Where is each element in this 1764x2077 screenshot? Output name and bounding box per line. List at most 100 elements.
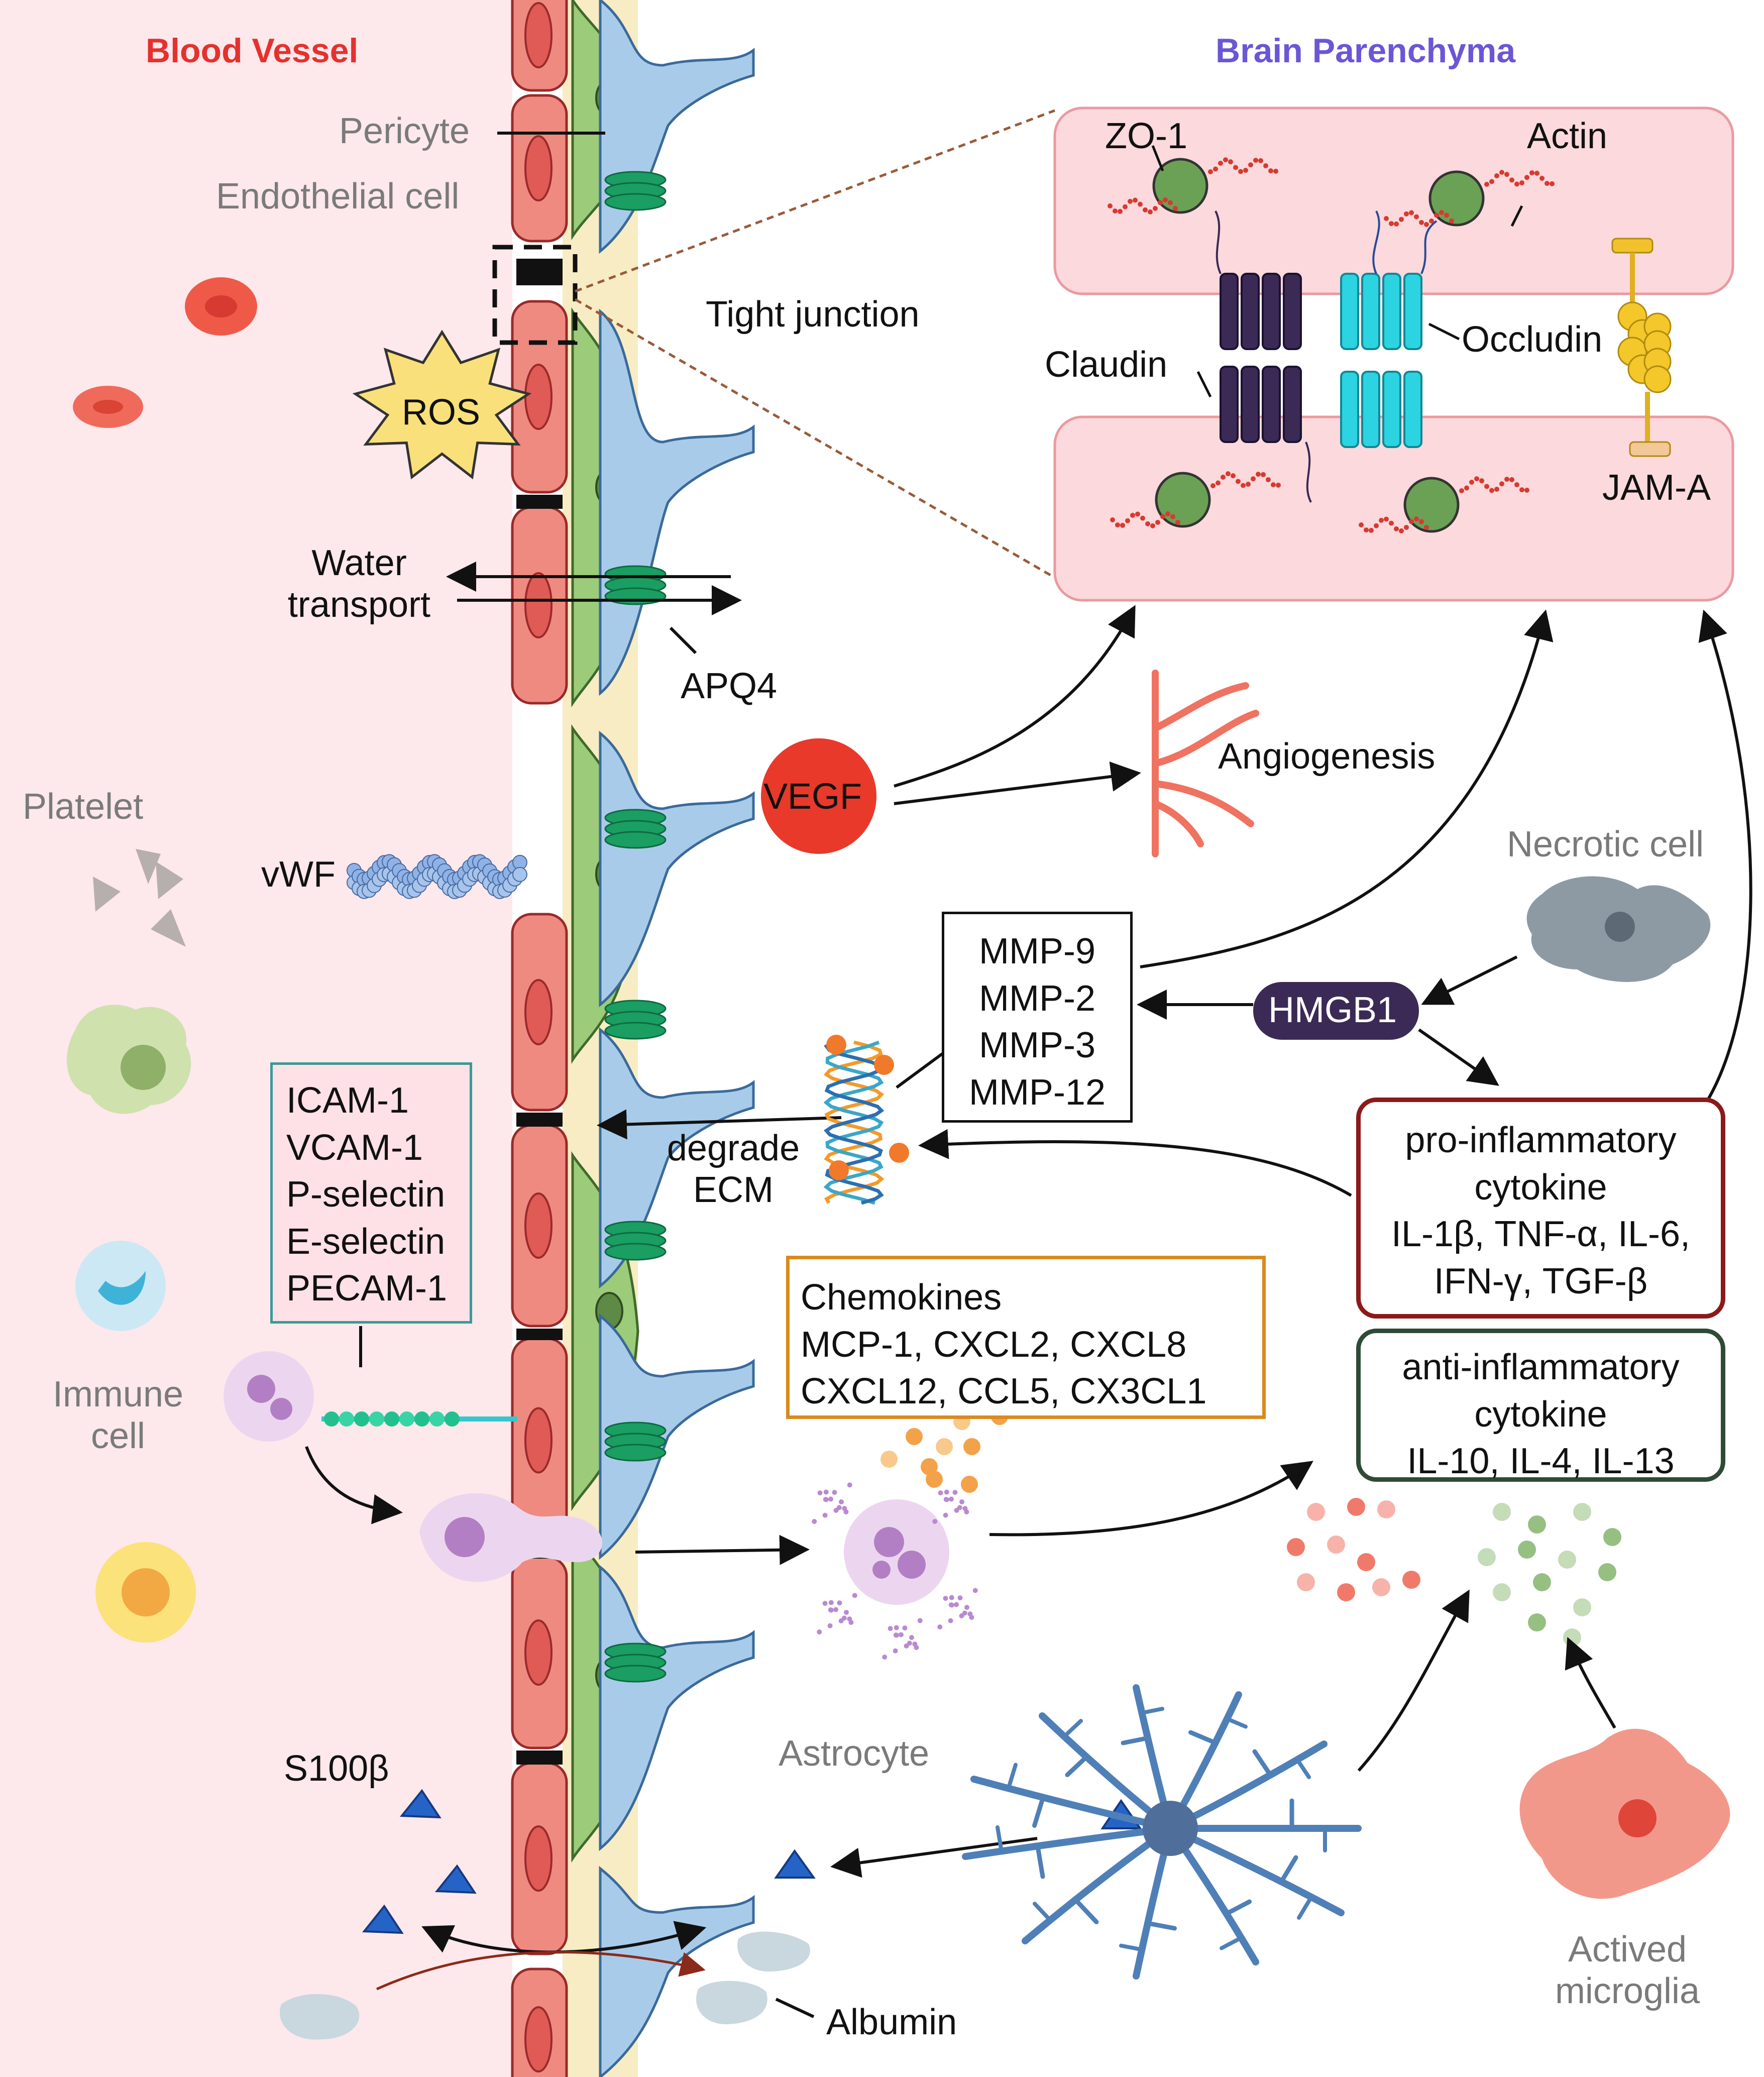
anti-item: IL-10, IL-4, IL-13	[1407, 1441, 1675, 1482]
monocyte	[75, 1241, 166, 1331]
apq4-label: APQ4	[681, 666, 778, 706]
mmp-box: MMP-9 MMP-2 MMP-3 MMP-12	[942, 912, 1133, 1123]
adhesion-chain	[324, 1411, 460, 1427]
albumin-label: Albumin	[826, 2002, 957, 2042]
astrocyte-endfoot	[599, 1313, 755, 1560]
necrotic-cell-label: Necrotic cell	[1507, 824, 1704, 864]
mmp-item: MMP-9	[979, 931, 1095, 971]
blood-vessel-title: Blood Vessel	[146, 32, 359, 70]
endothelial-cell	[511, 1556, 568, 1750]
endothelial-cell	[511, 506, 568, 705]
endothelial-cell	[511, 94, 568, 243]
chemokine-item: MCP-1, CXCL2, CXCL8	[801, 1324, 1187, 1365]
pro-subtitle: cytokine	[1474, 1167, 1607, 1208]
endothelial-column	[511, 0, 568, 2077]
mmp-item: MMP-2	[979, 978, 1095, 1019]
adhesion-item: P-selectin	[286, 1174, 446, 1215]
astrocyte-endfoot	[599, 1564, 755, 1851]
brain-parenchyma-title: Brain Parenchyma	[1216, 32, 1516, 70]
adhesion-molecules-box: ICAM-1 VCAM-1 P-selectin E-selectin PECA…	[270, 1062, 472, 1324]
pro-item: IFN-γ, TGF-β	[1434, 1261, 1648, 1301]
endothelial-cell	[511, 0, 568, 92]
vwf-chain	[347, 854, 527, 899]
jam-a-protein	[1611, 238, 1653, 254]
pro-cytokine-dots	[1287, 1498, 1420, 1601]
endothelial-cell	[511, 1337, 568, 1544]
aqp4-channel	[604, 1422, 667, 1462]
endothelial-cell	[511, 1124, 568, 1328]
tight-junction-label: Tight junction	[706, 294, 920, 335]
aqp4-channel	[604, 809, 667, 849]
s100b-label: S100β	[284, 1748, 389, 1789]
ros-star	[352, 330, 532, 480]
aqp4-channel	[604, 565, 667, 605]
degrade-line: degrade	[667, 1128, 800, 1168]
adhesion-item: E-selectin	[286, 1221, 446, 1262]
zo1-label: ZO-1	[1105, 116, 1188, 156]
adhesion-item: VCAM-1	[286, 1127, 423, 1168]
ecm-line: ECM	[693, 1169, 774, 1210]
immune-cell-line2: cell	[90, 1415, 146, 1456]
hmgb1-pill	[1253, 982, 1419, 1040]
hmgb1-label: HMGB1	[1268, 990, 1397, 1030]
water-transport-line1: Water	[311, 543, 407, 583]
vegf-circle	[761, 738, 876, 854]
immune-cell-line1: Immune	[52, 1374, 184, 1414]
astrocyte-endfoot	[599, 1866, 755, 2077]
tight-junction-marker	[492, 245, 578, 345]
aqp4-channel	[604, 1643, 667, 1683]
endothelial-cell	[511, 1762, 568, 1955]
microglia-line1: Actived	[1568, 1929, 1687, 1970]
angiogenesis-vessel	[1152, 670, 1259, 857]
pro-item: IL-1β, TNF-α, IL-6,	[1391, 1214, 1691, 1255]
pericyte-label: Pericyte	[339, 111, 470, 151]
degrade-ecm-label: degrade ECM	[648, 1128, 819, 1211]
chemokine-dots	[880, 1408, 1008, 1493]
endothelial-cell	[511, 1967, 568, 2077]
tj-proteins	[1108, 157, 1672, 533]
astrocyte-nucleus	[1143, 1801, 1198, 1856]
mmp-item: MMP-3	[979, 1025, 1095, 1066]
anti-subtitle: cytokine	[1474, 1394, 1607, 1435]
aqp4-channel	[604, 171, 667, 211]
astrocyte-endfeet	[599, 0, 755, 2077]
activated-leukocyte	[844, 1499, 949, 1605]
ros-label: ROS	[402, 392, 481, 432]
chemokines-box: Chemokines MCP-1, CXCL2, CXCL8 CXCL12, C…	[786, 1256, 1266, 1419]
adhesion-item: ICAM-1	[286, 1080, 409, 1121]
claudin-label: Claudin	[1045, 345, 1168, 385]
anti-title: anti-inflammatory	[1402, 1347, 1680, 1387]
chemokine-item: CXCL12, CCL5, CX3CL1	[801, 1371, 1207, 1412]
aqp4-channel	[604, 1000, 667, 1040]
albumin	[280, 1931, 810, 2040]
endothelial-cell	[511, 913, 568, 1112]
vegf-label: VEGF	[763, 777, 862, 817]
platelets	[93, 849, 186, 947]
astrocyte-label: Astrocyte	[779, 1733, 930, 1774]
aqp4-channel	[604, 1221, 667, 1261]
angiogenesis-label: Angiogenesis	[1218, 736, 1436, 777]
occludin-label: Occludin	[1462, 319, 1603, 360]
astrocyte-endfoot	[599, 730, 755, 1008]
ecm-coil	[823, 1035, 909, 1205]
water-transport-label: Water transport	[271, 542, 447, 626]
immune-cell-label: Immune cell	[30, 1374, 206, 1457]
transmigrating-leukocyte	[419, 1493, 602, 1582]
astrocyte-endfoot	[599, 0, 755, 254]
vwf-label: vWF	[261, 854, 336, 895]
microglia-line2: microglia	[1555, 1971, 1700, 2011]
pro-inflammatory-box: pro-inflammatory cytokine IL-1β, TNF-α, …	[1356, 1098, 1725, 1319]
jam-a-label: JAM-A	[1602, 468, 1711, 508]
pro-title: pro-inflammatory	[1405, 1120, 1677, 1160]
endothelial-cell	[511, 300, 568, 494]
endothelial-cell-label: Endothelial cell	[216, 176, 460, 216]
anti-inflammatory-box: anti-inflammatory cytokine IL-10, IL-4, …	[1356, 1329, 1725, 1482]
chemokines-title: Chemokines	[801, 1277, 1002, 1318]
adhesion-item: PECAM-1	[286, 1268, 448, 1309]
water-transport-line2: transport	[287, 584, 431, 625]
mmp-item: MMP-12	[968, 1072, 1106, 1113]
platelet-label: Platelet	[23, 787, 144, 827]
anti-cytokine-dots	[1478, 1503, 1621, 1647]
